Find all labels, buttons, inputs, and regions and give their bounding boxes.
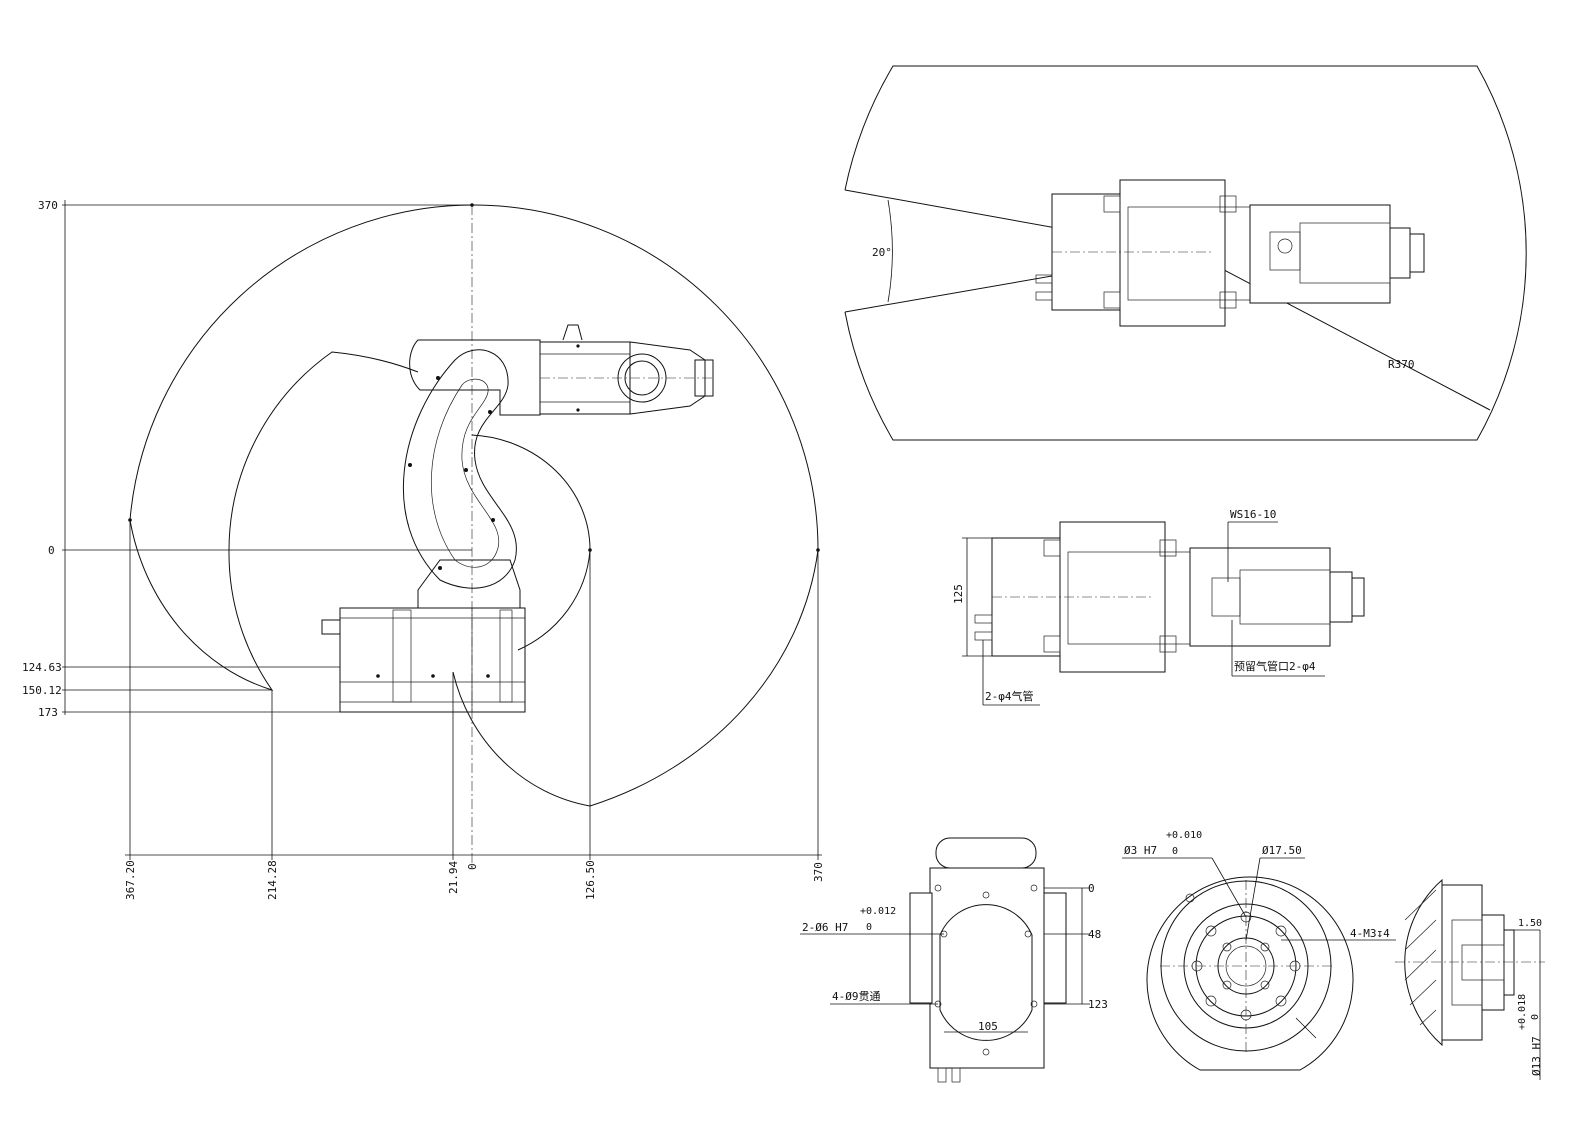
mid-right-note: 预留气管口2-φ4 [1234,659,1316,673]
y-label-124: 124.63 [22,661,62,674]
robot-base [339,607,526,713]
flange-view: +0.010 Ø3 H7 0 Ø17.50 4-M3↧4 [1122,830,1396,1071]
upper-arm [402,349,517,589]
mid-height-label: 125 [952,584,965,604]
x-label-370: 370 [812,862,825,882]
inner-envelope [471,434,591,651]
side-view: 370 0 124.63 150.12 173 367.20 214.28 21… [22,199,825,900]
shoulder-joint [417,559,521,609]
mid-left-note: 2-φ4气管 [985,689,1034,703]
mid-connector-label: WS16-10 [1230,508,1276,521]
front-note-6-lower: 0 [866,922,872,933]
end-flange [694,359,714,397]
workspace-envelope [129,204,819,807]
y-label-0: 0 [48,544,55,557]
flange-note-m3: 4-M3↧4 [1350,927,1390,940]
front-note-9: 4-Ø9贯通 [832,990,881,1003]
air-connector [321,619,341,635]
front-dim-0: 0 [1088,882,1095,895]
y-label-370: 370 [38,199,58,212]
top-view: 20° R370 [844,65,1527,441]
flange-tol-upper: +0.010 [1166,830,1202,841]
section-dim-150: 1.50 [1518,918,1542,929]
x-label-367: 367.20 [124,860,137,900]
flange-note-3: Ø3 H7 [1124,844,1157,857]
flange-note-3-lower: 0 [1172,846,1178,857]
front-dim-105: 105 [978,1020,998,1033]
section-tol-lower: 0 [1530,1014,1541,1020]
top-connector [562,324,583,341]
flange-note-17: Ø17.50 [1262,844,1302,857]
front-note-6-upper: +0.012 [860,906,896,917]
mid-view: 125 WS16-10 2-φ4气管 预留气管口2-φ4 [952,508,1365,706]
front-dim-123: 123 [1088,998,1108,1011]
section-view: 1.50 +0.018 0 Ø13 H7 [1395,878,1545,1080]
x-label-0: 0 [466,863,479,870]
top-angle-label: 20° [872,246,892,259]
top-workspace [844,65,1527,441]
y-label-173: 173 [38,706,58,719]
section-note-13: Ø13 H7 [1530,1036,1543,1076]
front-dim-48: 48 [1088,928,1101,941]
top-radius-label: R370 [1388,358,1415,371]
x-label-21: 21.94 [447,861,460,894]
upper-link [409,339,541,416]
x-label-126: 126.50 [584,860,597,900]
front-view: 0 48 123 105 2-Ø6 H7 +0.012 0 4-Ø9贯通 [800,837,1108,1083]
front-note-6: 2-Ø6 H7 [802,921,848,934]
x-label-214: 214.28 [266,860,279,900]
y-label-150: 150.12 [22,684,62,697]
section-tol-upper: +0.018 [1517,994,1528,1030]
